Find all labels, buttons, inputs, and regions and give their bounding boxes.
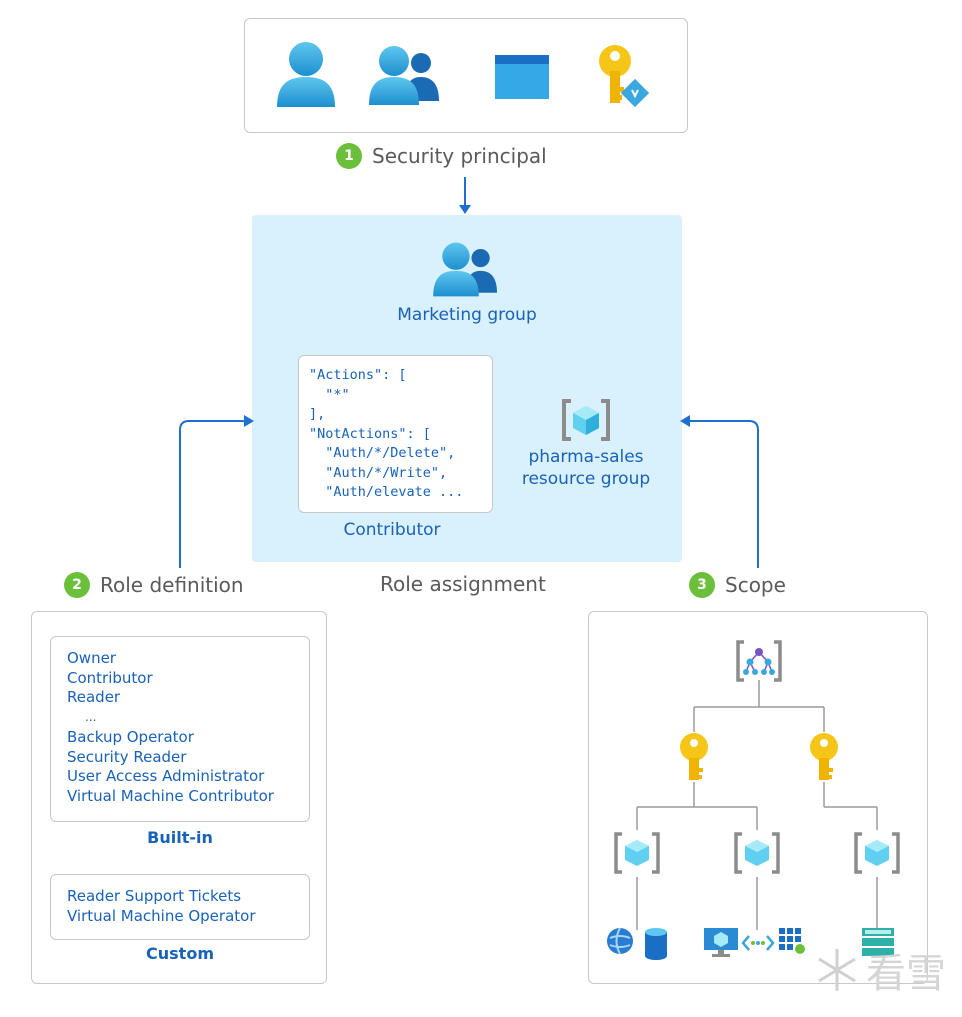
security-principal-box (244, 18, 688, 133)
role-definition-code: "Actions": [ "*" ], "NotActions": [ "Aut… (298, 355, 493, 513)
virtual-network-icon (741, 935, 775, 951)
security-principal-label: 1 Security principal (336, 143, 547, 169)
arrow-scope-connector (680, 415, 759, 568)
code-line: "NotActions": [ (309, 425, 431, 442)
list-item: Owner (67, 649, 116, 667)
custom-roles-panel: Reader Support Tickets Virtual Machine O… (50, 874, 310, 940)
database-icon (645, 928, 667, 960)
role-definition-label: 2 Role definition (64, 572, 244, 598)
code-line: "Auth/*/Write", (309, 464, 448, 481)
subscription-key-icon (810, 733, 838, 780)
web-globe-icon (607, 927, 633, 955)
security-principal-title: Security principal (372, 144, 547, 168)
scope-label: 3 Scope (689, 572, 786, 598)
code-line: "Auth/elevate ... (309, 484, 464, 500)
arrow-role-definition-connector (179, 415, 254, 568)
watermark: 看雪 (814, 941, 946, 999)
builtin-title: Built-in (147, 828, 213, 847)
scope-title: Scope (725, 573, 786, 597)
code-line: ], (309, 406, 326, 422)
resource-group-icon (734, 832, 780, 874)
resource-group-icon (854, 832, 900, 874)
list-item: ... (85, 710, 97, 725)
code-line: "Auth/*/Delete", (309, 445, 456, 461)
step-1-badge: 1 (336, 143, 362, 169)
application-icon (495, 55, 549, 99)
resource-group-icon (562, 399, 610, 441)
role-definition-box: Owner Contributor Reader ... Backup Oper… (31, 611, 327, 984)
role-assignment-label: Role assignment (380, 572, 546, 596)
management-group-icon (736, 640, 782, 682)
subscription-key-icon (680, 733, 708, 780)
watermark-text: 看雪 (866, 951, 946, 997)
scope-name-line2: resource group (521, 469, 651, 489)
list-item: Reader (67, 688, 121, 707)
contributor-label: Contributor (343, 520, 441, 540)
list-item: Virtual Machine Contributor (67, 786, 274, 805)
list-item: Security Reader (67, 747, 187, 766)
server-icon (862, 928, 894, 956)
marketing-group-label: Marketing group (397, 305, 537, 325)
scope-name-line1: pharma-sales (528, 447, 644, 467)
resource-group-icon (614, 832, 660, 874)
builtin-roles-panel: Owner Contributor Reader ... Backup Oper… (50, 636, 310, 822)
virtual-machine-icon (704, 928, 738, 957)
storage-grid-icon (779, 928, 805, 954)
user-icon (277, 42, 335, 107)
step-3-badge: 3 (689, 572, 715, 598)
list-item: User Access Administrator (67, 767, 265, 786)
role-definition-title: Role definition (100, 573, 244, 597)
managed-identity-icon (599, 45, 649, 107)
list-item: Virtual Machine Operator (67, 906, 256, 925)
list-item: Contributor (67, 668, 153, 687)
marketing-group-icon (433, 242, 497, 297)
builtin-roles-list: Owner Contributor Reader ... Backup Oper… (67, 649, 309, 807)
arrow-down-connector (459, 177, 471, 214)
scope-hierarchy (607, 640, 900, 960)
code-line: "Actions": [ (309, 367, 407, 383)
step-2-badge: 2 (64, 572, 90, 598)
snowflake-icon (818, 949, 856, 991)
custom-roles-list: Reader Support Tickets Virtual Machine O… (67, 887, 309, 926)
custom-title: Custom (146, 944, 214, 963)
scope-box (588, 611, 928, 984)
list-item: Reader Support Tickets (67, 887, 242, 905)
role-assignment-title: Role assignment (380, 572, 546, 596)
list-item: Backup Operator (67, 727, 194, 746)
group-icon (369, 46, 439, 105)
code-line: "*" (309, 386, 350, 403)
